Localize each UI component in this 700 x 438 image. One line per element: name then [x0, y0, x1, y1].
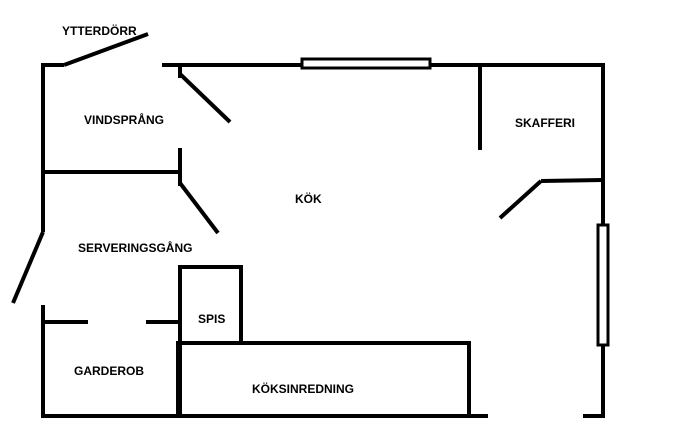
serveringsgang-door-leaf — [178, 181, 220, 235]
serveringsgang-outer-door-leaf — [11, 231, 45, 304]
spis-box — [178, 265, 243, 345]
label-skafferi: SKAFFERI — [515, 116, 575, 130]
label-garderob: GARDEROB — [74, 364, 144, 378]
label-ytterdorr: YTTERDÖRR — [62, 23, 137, 38]
exterior-door-leaf — [63, 32, 149, 67]
top-window — [300, 57, 432, 70]
label-koksinredning: KÖKSINREDNING — [252, 381, 354, 396]
label-vindsprang: VINDSPRÅNG — [84, 112, 164, 127]
label-spis: SPIS — [198, 312, 225, 326]
label-serveringsgang: SERVERINGSGÅNG — [78, 240, 192, 255]
skafferi-bottom-wall — [540, 178, 604, 183]
right-window — [596, 223, 610, 347]
vindsprang-door-leaf — [178, 72, 232, 124]
koksinredning-box — [176, 341, 471, 418]
label-kok: KÖK — [295, 191, 322, 206]
skafferi-door-leaf — [498, 179, 543, 220]
